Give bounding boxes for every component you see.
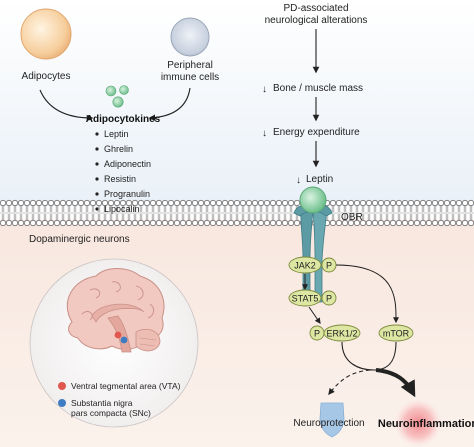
neuroinflammation-glow-icon [394, 399, 442, 447]
erk-phospho-badge: P [309, 325, 325, 341]
adipocytokine-item: Progranulin [104, 189, 150, 199]
decrease-arrow-leptin: ↓ [296, 175, 301, 186]
dopaminergic-neurons-label: Dopaminergic neurons [29, 234, 130, 245]
jak2-phospho-badge: P [321, 257, 337, 273]
snc-legend-dot [58, 399, 66, 407]
stat5-phospho-badge: P [321, 290, 337, 306]
stat5-phospho-label: P [326, 294, 332, 304]
cell-membrane [0, 199, 474, 227]
jak2-phospho-label: P [326, 261, 332, 271]
vta-marker [114, 331, 122, 339]
obr-label: OBR [341, 212, 363, 223]
adipocytokines-title: Adipocytokines [86, 114, 161, 125]
snc-legend-label-line-2: pars compacta (SNc) [71, 408, 151, 418]
adipocyte-cell-icon [20, 8, 72, 60]
brain-illustration [66, 268, 165, 353]
adipocytokine-granules-icon [105, 85, 129, 108]
energy-expenditure-label: Energy expenditure [273, 127, 360, 138]
adipocytes-to-adipocytokines-arrow [39, 89, 94, 122]
adipocytokine-bullet [95, 177, 99, 181]
decrease-arrow-bone: ↓ [262, 84, 267, 95]
adipocytokine-bullet [95, 162, 99, 166]
leptin-label: Leptin [306, 174, 333, 185]
neuroprotection-label: Neuroprotection [293, 418, 364, 429]
pd-alterations-label-line-1: PD-associated [283, 3, 348, 14]
to-neuroprotection-arrow [328, 369, 371, 396]
immune-cells-label-line-2: immune cells [161, 72, 219, 83]
adipocytes-label: Adipocytes [22, 71, 71, 82]
mtor-label: mTOR [383, 329, 410, 339]
pd-alterations-label-line-2: neurological alterations [265, 15, 368, 26]
snc-legend-label-line-1: Substantia nigra [71, 398, 133, 408]
adipocytokine-item: Adiponectin [104, 159, 151, 169]
erk-label: ERK1/2 [326, 329, 357, 339]
to-neuroinflammation-arrow [375, 368, 416, 398]
jak2-label: JAK2 [294, 261, 316, 271]
erk-mtor-convergence [341, 341, 397, 371]
adipocytokine-item: Leptin [104, 129, 129, 139]
erk-node: ERK1/2 [323, 324, 361, 342]
extracellular-region [0, 0, 474, 206]
adipocytokine-bullet [95, 147, 99, 151]
adipocytokine-bullet [95, 192, 99, 196]
adipocytokine-item: Lipocalin [104, 204, 140, 214]
erk-phospho-label: P [314, 329, 320, 339]
jak2-node: JAK2 [288, 256, 322, 274]
neuroinflammation-label: Neuroinflammation [378, 418, 474, 430]
immune-cell-icon [170, 17, 210, 57]
immune-cells-to-adipocytokines-arrow [148, 87, 191, 121]
stat5-node: STAT5 [288, 289, 322, 307]
adipocytokine-item: Ghrelin [104, 144, 133, 154]
neuroprotection-shield-icon [319, 402, 345, 438]
leptin-ligand-icon [299, 186, 327, 214]
decrease-arrow-energy: ↓ [262, 128, 267, 139]
immune-cells-label-line-1: Peripheral [167, 60, 213, 71]
adipocytokine-bullet [95, 207, 99, 211]
adipocytokine-item: Resistin [104, 174, 136, 184]
snc-marker [120, 336, 128, 344]
adipocytokines-list: LeptinGhrelinAdiponectinResistinProgranu… [95, 129, 151, 214]
adipocytokine-bullet [95, 132, 99, 136]
mtor-node: mTOR [378, 324, 414, 342]
bone-muscle-mass-label: Bone / muscle mass [273, 83, 363, 94]
vta-legend-label: Ventral tegmental area (VTA) [71, 381, 181, 391]
stat5-to-erk-arrow [308, 306, 321, 324]
vta-legend-dot [58, 382, 66, 390]
jak2-to-mtor-arrow [335, 264, 400, 324]
stat5-label: STAT5 [292, 294, 319, 304]
